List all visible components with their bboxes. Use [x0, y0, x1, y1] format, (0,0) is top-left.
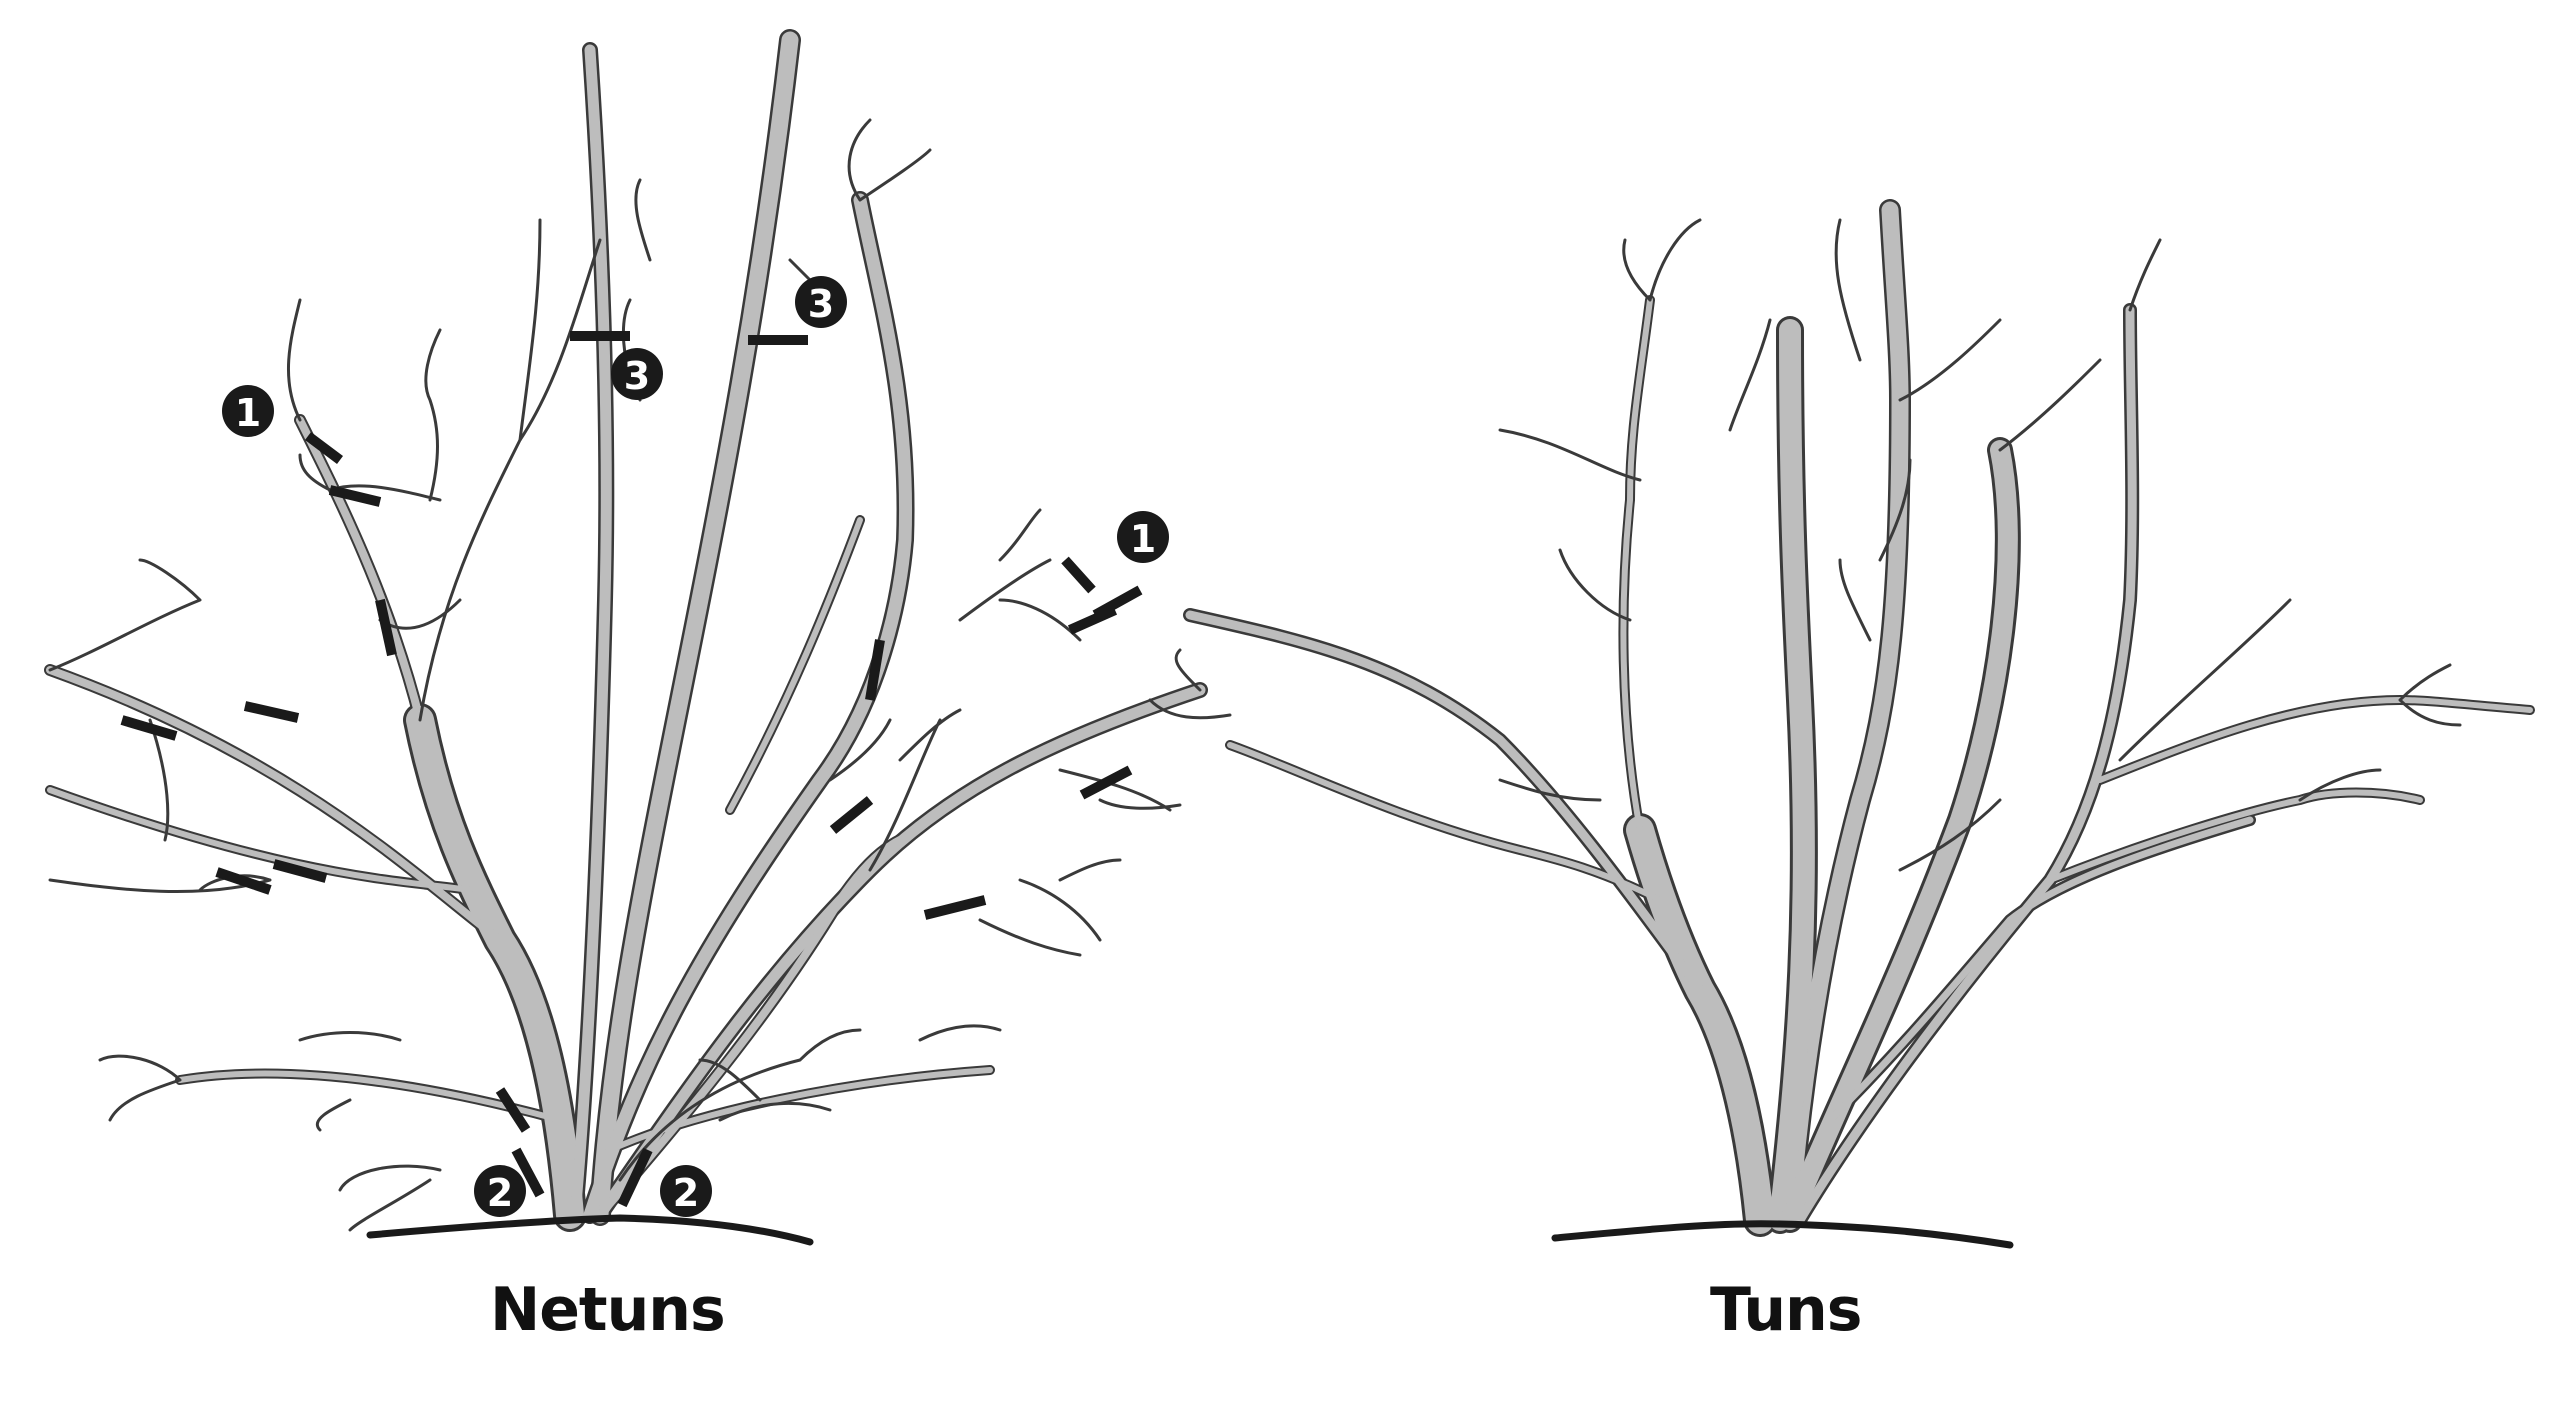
ground-lines [366, 1214, 2014, 1249]
label-unpruned: Netuns [490, 1275, 726, 1345]
shrub-pruned [1183, 199, 2535, 1237]
shrub-unpruned [44, 29, 1232, 1232]
svg-text:3: 3 [808, 282, 834, 326]
svg-text:1: 1 [1130, 517, 1156, 561]
marker-1-top-left: 1 [222, 385, 274, 437]
ground-line-left [366, 1214, 814, 1246]
shrub-pruned-fill [1185, 201, 2533, 1234]
marker-2-right: 2 [660, 1165, 712, 1217]
svg-text:1: 1 [235, 391, 261, 435]
marker-2-left: 2 [474, 1165, 526, 1217]
marker-3-left: 3 [611, 348, 663, 400]
svg-text:2: 2 [673, 1171, 699, 1215]
shrub-pruned-twigs [1498, 218, 2462, 872]
svg-text:2: 2 [487, 1171, 513, 1215]
shrub-unpruned-fill [46, 31, 1206, 1229]
ground-line-right [1551, 1220, 2014, 1249]
marker-1-right: 1 [1117, 511, 1169, 563]
cut-marks-left [120, 331, 1143, 1208]
marker-3-right: 3 [795, 276, 847, 328]
svg-text:3: 3 [624, 354, 650, 398]
label-pruned: Tuns [1710, 1275, 1862, 1345]
